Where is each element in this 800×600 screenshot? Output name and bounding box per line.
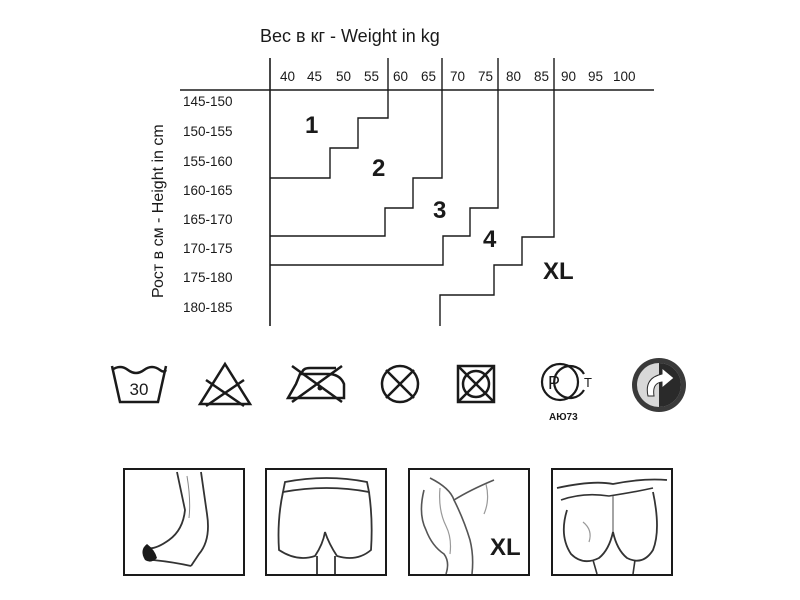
no-tumble-dry-icon: [456, 364, 496, 404]
boundary-size-4-xl: [439, 58, 555, 326]
height-label: 170-175: [183, 241, 233, 256]
size-label-3: 3: [433, 197, 447, 224]
weight-label: 100: [613, 69, 636, 84]
height-label: 155-160: [183, 154, 233, 169]
size-chart-grid: [180, 58, 654, 326]
height-label: 165-170: [183, 212, 233, 227]
height-label: 145-150: [183, 94, 233, 109]
shaping-back-icon: [556, 478, 668, 575]
weight-label: 65: [421, 69, 437, 84]
wash-30-icon: 30: [110, 365, 168, 404]
no-bleach-icon: [197, 361, 253, 408]
size-label-4: 4: [483, 226, 497, 253]
chart-title: Вес в кг - Weight in kg: [260, 26, 440, 46]
transparent-toe-icon: [142, 471, 209, 567]
weight-label: 60: [393, 69, 409, 84]
size-label-2: 2: [372, 155, 386, 182]
wash-temperature: 30: [130, 380, 149, 399]
feature-comfort-xl: XL: [408, 468, 530, 576]
size-label-1: 1: [305, 112, 319, 139]
weight-label: 75: [478, 69, 494, 84]
weight-label: 90: [561, 69, 577, 84]
height-label: 175-180: [183, 270, 233, 285]
weight-label: 40: [280, 69, 296, 84]
weight-label: 50: [336, 69, 352, 84]
weight-label: 95: [588, 69, 604, 84]
feature-transparent-toe: [123, 468, 245, 576]
certification-mark-icon: P T: [540, 362, 592, 402]
certification-code: АЮ73: [549, 412, 578, 423]
boundary-size-3-4: [270, 58, 499, 266]
no-dry-clean-icon: [380, 364, 420, 404]
weight-label: 45: [307, 69, 323, 84]
weight-label: 80: [506, 69, 522, 84]
svg-text:T: T: [584, 375, 592, 390]
weight-label: 55: [364, 69, 380, 84]
height-label: 180-185: [183, 300, 233, 315]
comfort-xl-icon: [420, 477, 495, 575]
feature-shaping-back: [551, 468, 673, 576]
panty-briefs-icon: [277, 477, 373, 574]
weight-label: 85: [534, 69, 550, 84]
height-label: 150-155: [183, 124, 233, 139]
xl-label: XL: [490, 534, 521, 561]
green-dot-recycle-icon: [632, 358, 686, 412]
size-label-xl: XL: [543, 258, 574, 285]
boundary-size-2-3: [270, 58, 443, 237]
height-label: 160-165: [183, 183, 233, 198]
weight-label: 70: [450, 69, 466, 84]
feature-panty-briefs: [265, 468, 387, 576]
low-iron-icon: [285, 364, 346, 404]
boundary-size-1-2: [270, 58, 389, 179]
